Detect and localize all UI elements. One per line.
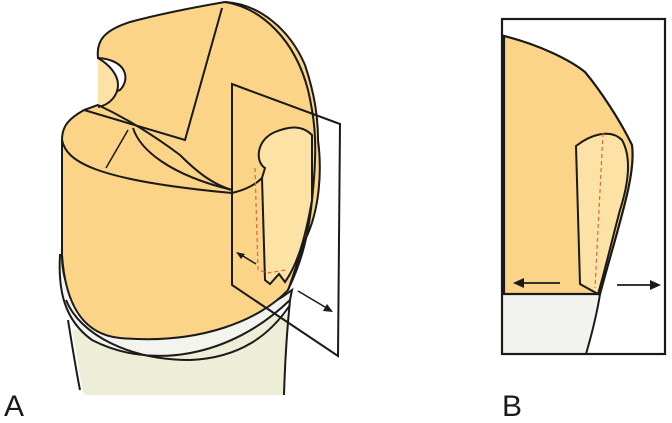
fissure-line bbox=[105, 129, 129, 169]
section-box bbox=[574, 132, 629, 296]
root-outline-left bbox=[67, 319, 81, 391]
arrowhead-left-b bbox=[513, 278, 524, 288]
root-outline-right bbox=[283, 299, 291, 396]
occlusal-ridge-line bbox=[83, 7, 223, 142]
proximal-box bbox=[257, 126, 313, 286]
arrowhead-right-b bbox=[650, 280, 661, 290]
cutting-plane bbox=[231, 82, 342, 358]
tooth-crown bbox=[61, 0, 321, 341]
section-frame bbox=[500, 17, 667, 356]
occlusal-curve-2 bbox=[132, 127, 233, 191]
section-lower-region bbox=[502, 294, 600, 354]
occlusal-groove-line bbox=[61, 139, 263, 195]
section-dashed-line bbox=[594, 132, 604, 289]
arrow-right-a bbox=[297, 290, 331, 311]
dashed-reference-line bbox=[254, 167, 286, 274]
enamel-contour bbox=[224, 1, 317, 291]
arrowhead-right-a bbox=[323, 304, 333, 312]
cusp-notch bbox=[97, 57, 120, 108]
gingiva-line bbox=[65, 299, 291, 362]
occlusal-curve bbox=[97, 104, 233, 191]
arrowhead-left-a bbox=[236, 252, 245, 259]
section-root-line bbox=[585, 293, 601, 355]
panel-label-b: B bbox=[502, 390, 523, 423]
panel-label-a: A bbox=[4, 390, 25, 423]
